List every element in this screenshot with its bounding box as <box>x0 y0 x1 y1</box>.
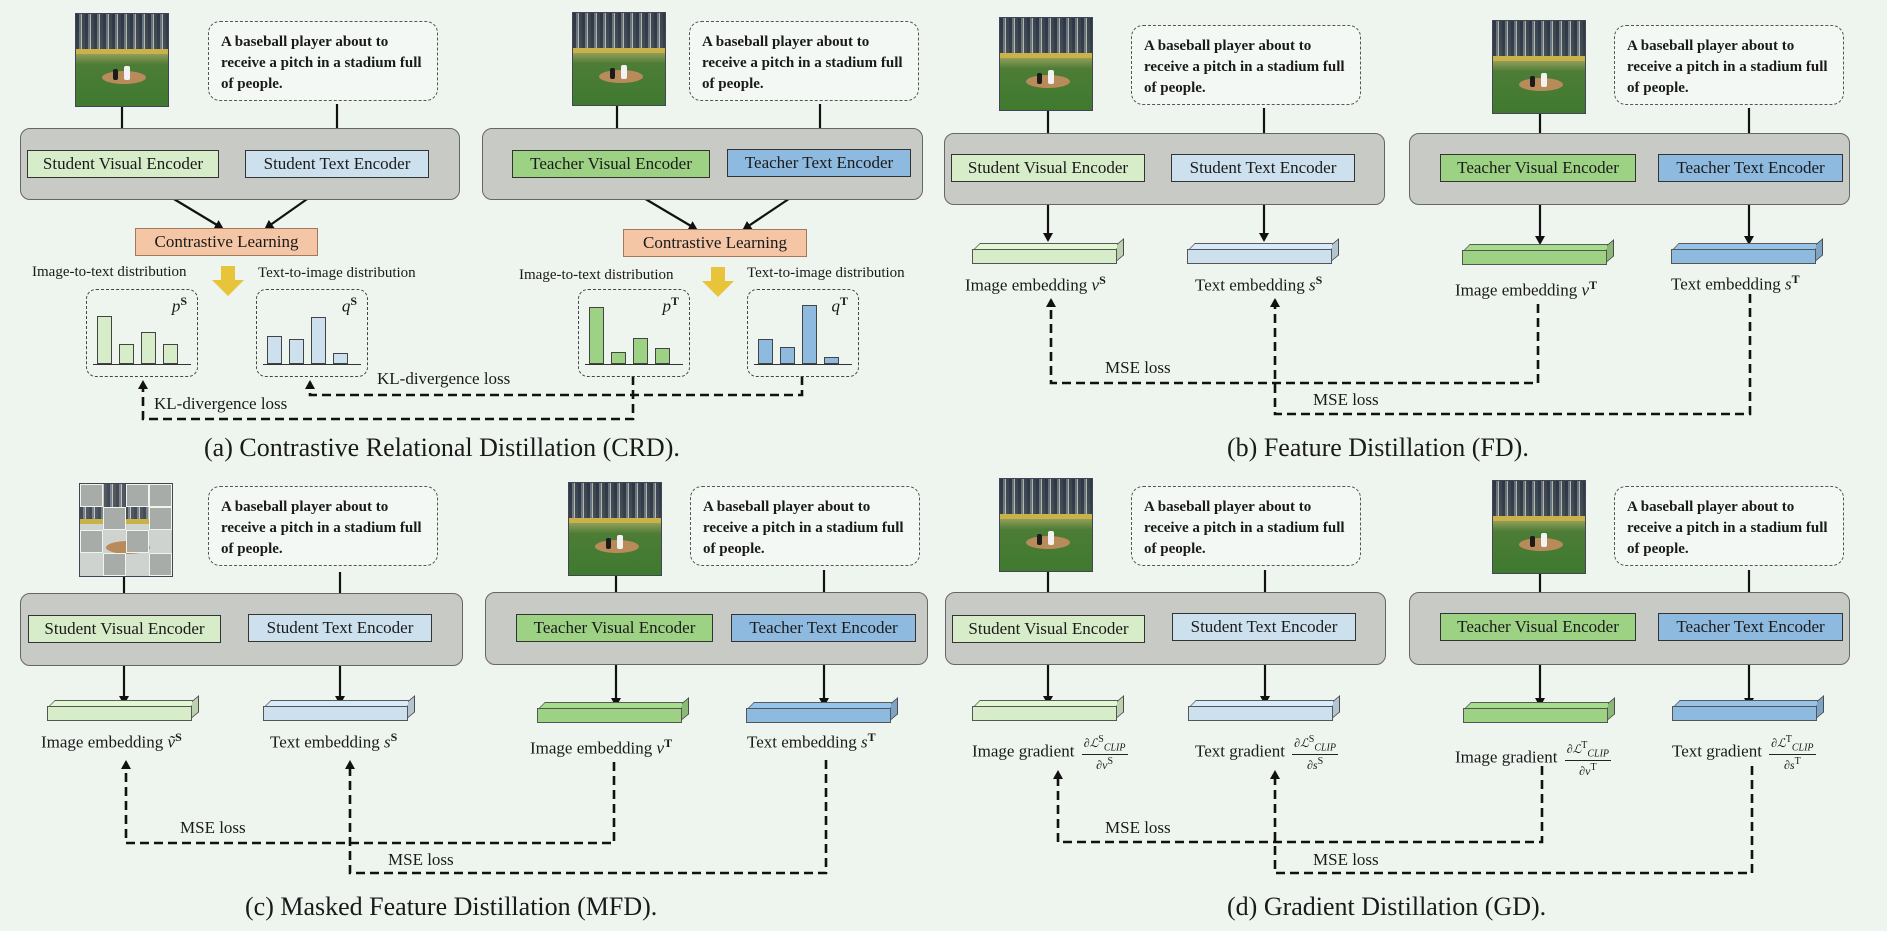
teacher-visual-encoder: Teacher Visual Encoder <box>512 150 710 178</box>
mse-loss-label: MSE loss <box>1313 850 1379 869</box>
teacher-t2i-distribution: qT <box>747 289 859 377</box>
text-caption-box: A baseball player about to receive a pit… <box>208 21 438 101</box>
student-visual-encoder: Student Visual Encoder <box>27 150 219 178</box>
teacher-text-encoder: Teacher Text Encoder <box>1658 154 1843 182</box>
distribution-bar <box>163 344 178 364</box>
distribution-bar <box>97 316 112 364</box>
t2i-label: Text-to-image distribution <box>258 265 416 281</box>
distribution-bar <box>119 344 134 364</box>
baseball-image <box>1492 20 1586 114</box>
mse-loss-label: MSE loss <box>1105 818 1171 837</box>
student-text-encoder: Student Text Encoder <box>1172 613 1356 641</box>
student-text-embedding-label: Text embedding sS <box>1195 273 1323 295</box>
masked-baseball-image <box>79 483 173 577</box>
contrastive-learning-box: Contrastive Learning <box>135 228 318 256</box>
student-text-gradient-bar <box>1188 706 1333 721</box>
mse-loss-label: MSE loss <box>180 818 246 837</box>
student-i2t-distribution: pS <box>86 289 198 377</box>
student-text-embedding-label: Text embedding sS <box>270 730 398 752</box>
baseball-image <box>568 482 662 576</box>
down-arrow-icon <box>702 267 734 297</box>
baseball-image <box>999 17 1093 111</box>
text-caption-box: A baseball player about to receive a pit… <box>1131 486 1361 566</box>
distribution-bar <box>267 336 282 364</box>
mse-loss-label: MSE loss <box>388 850 454 869</box>
student-visual-encoder: Student Visual Encoder <box>951 154 1145 182</box>
q-t-symbol: qT <box>831 294 848 316</box>
baseball-image <box>75 13 169 107</box>
teacher-visual-encoder: Teacher Visual Encoder <box>1440 613 1636 641</box>
teacher-image-gradient-bar <box>1463 708 1608 723</box>
teacher-text-gradient-label: Text gradient ∂ℒTCLIP∂sT <box>1672 734 1816 773</box>
student-text-gradient-label: Text gradient ∂ℒSCLIP∂sS <box>1195 734 1338 773</box>
mse-loss-label: MSE loss <box>1105 358 1171 377</box>
i2t-label: Image-to-text distribution <box>519 267 674 283</box>
student-text-encoder: Student Text Encoder <box>248 614 432 642</box>
distribution-bar <box>655 348 670 364</box>
mfd-caption: (c) Masked Feature Distillation (MFD). <box>245 892 658 921</box>
distribution-bar <box>802 305 817 364</box>
student-text-encoder: Student Text Encoder <box>1171 154 1355 182</box>
distribution-bar <box>780 347 795 364</box>
baseball-image <box>999 478 1093 572</box>
crd-caption: (a) Contrastive Relational Distillation … <box>204 433 680 462</box>
teacher-text-encoder: Teacher Text Encoder <box>731 614 916 642</box>
kl-loss-label: KL-divergence loss <box>154 394 288 413</box>
student-image-embedding-bar <box>972 249 1117 264</box>
text-caption-box: A baseball player about to receive a pit… <box>690 486 920 566</box>
p-s-symbol: pS <box>171 294 187 316</box>
teacher-text-embedding-bar <box>746 708 891 723</box>
teacher-image-embedding-bar <box>537 708 682 723</box>
baseball-image <box>1492 480 1586 574</box>
teacher-image-embedding-label: Image embedding vT <box>530 736 673 758</box>
contrastive-learning-box: Contrastive Learning <box>623 229 807 257</box>
text-caption-box: A baseball player about to receive a pit… <box>1614 486 1844 566</box>
student-text-encoder: Student Text Encoder <box>245 150 429 178</box>
fd-caption: (b) Feature Distillation (FD). <box>1227 433 1529 462</box>
gd-caption: (d) Gradient Distillation (GD). <box>1227 892 1547 921</box>
student-visual-encoder: Student Visual Encoder <box>952 615 1145 643</box>
baseball-image <box>572 12 666 106</box>
student-text-embedding-bar <box>1187 249 1332 264</box>
distribution-bar <box>633 338 648 364</box>
distribution-bar <box>289 339 304 364</box>
teacher-text-embedding-label: Text embedding sT <box>1671 272 1800 294</box>
student-image-embedding-bar <box>47 706 192 721</box>
teacher-visual-encoder: Teacher Visual Encoder <box>516 614 713 642</box>
teacher-text-embedding-bar <box>1671 249 1816 264</box>
i2t-label: Image-to-text distribution <box>32 264 187 280</box>
text-caption-box: A baseball player about to receive a pit… <box>1614 25 1844 105</box>
student-t2i-distribution: qS <box>256 289 368 377</box>
down-arrow-icon <box>212 266 244 296</box>
student-image-gradient-bar <box>972 706 1117 721</box>
distribution-bar <box>311 317 326 364</box>
student-image-embedding-label: Image embedding vS <box>965 273 1106 295</box>
text-caption-box: A baseball player about to receive a pit… <box>1131 25 1361 105</box>
student-image-gradient-label: Image gradient ∂ℒSCLIP∂vS <box>972 734 1128 773</box>
distribution-bar <box>611 352 626 364</box>
kl-loss-label: KL-divergence loss <box>377 369 511 388</box>
distribution-bar <box>589 307 604 364</box>
teacher-i2t-distribution: pT <box>578 289 690 377</box>
distribution-bar <box>333 353 348 364</box>
teacher-image-gradient-label: Image gradient ∂ℒTCLIP∂vT <box>1455 740 1612 779</box>
t2i-label: Text-to-image distribution <box>747 265 905 281</box>
q-s-symbol: qS <box>341 294 357 316</box>
mse-loss-label: MSE loss <box>1313 390 1379 409</box>
text-caption-box: A baseball player about to receive a pit… <box>208 486 438 566</box>
student-visual-encoder: Student Visual Encoder <box>28 615 221 643</box>
teacher-text-gradient-bar <box>1672 706 1817 721</box>
student-image-embedding-label: Image embedding ṽS <box>41 730 182 752</box>
distribution-bar <box>758 339 773 364</box>
teacher-text-encoder: Teacher Text Encoder <box>1658 613 1843 641</box>
teacher-text-embedding-label: Text embedding sT <box>747 730 876 752</box>
teacher-visual-encoder: Teacher Visual Encoder <box>1440 154 1636 182</box>
distribution-bar <box>141 332 156 364</box>
teacher-text-encoder: Teacher Text Encoder <box>727 149 911 177</box>
p-t-symbol: pT <box>662 294 679 316</box>
teacher-image-embedding-label: Image embedding vT <box>1455 278 1598 300</box>
student-text-embedding-bar <box>263 706 408 721</box>
text-caption-box: A baseball player about to receive a pit… <box>689 21 919 101</box>
teacher-image-embedding-bar <box>1462 250 1607 265</box>
